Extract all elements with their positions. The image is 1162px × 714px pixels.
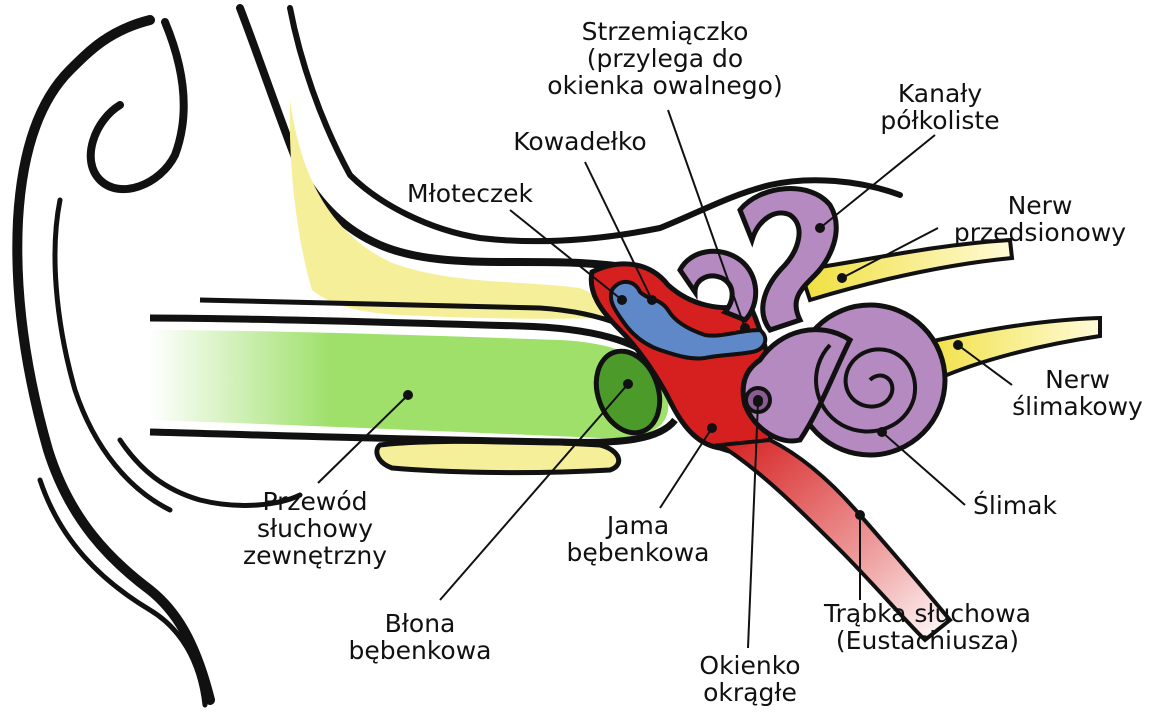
label-eustachian-tube: Trąbka słuchowa(Eustachiusza) <box>790 600 1065 654</box>
label-malleus: Młoteczek <box>380 180 560 207</box>
ear-canal <box>150 330 668 438</box>
cartilage-lower <box>377 441 619 472</box>
label-incus: Kowadełko <box>490 128 670 155</box>
label-cochlea: Ślimak <box>935 492 1095 519</box>
